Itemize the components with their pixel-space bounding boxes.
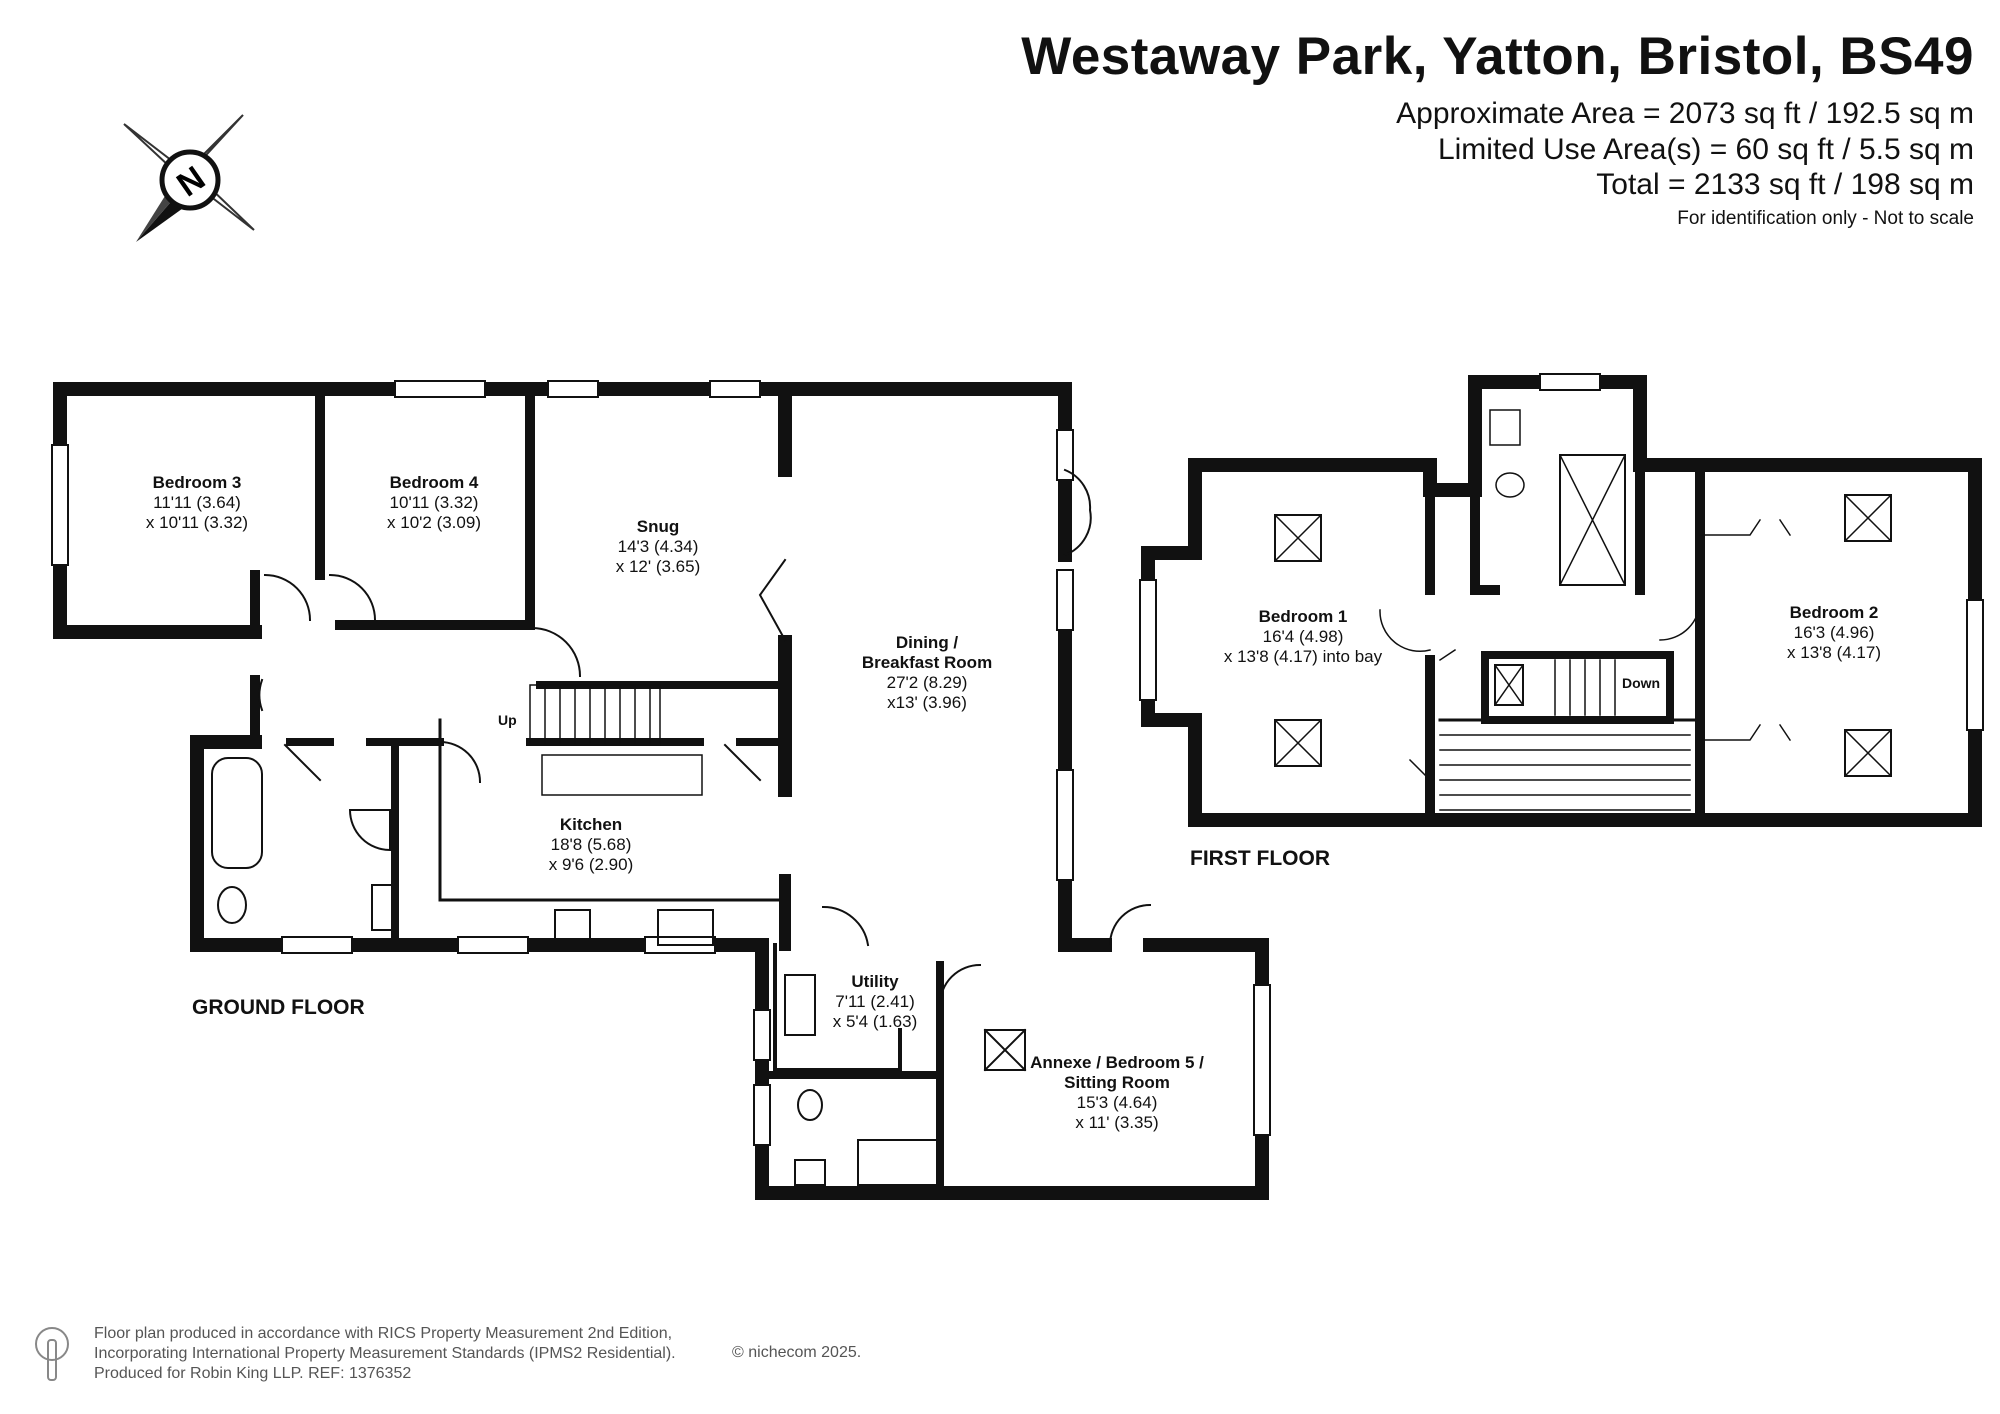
room-labels: Bedroom 3 11'11 (3.64) x 10'11 (3.32) Be…: [146, 473, 1881, 1132]
copyright: © nichecom 2025.: [732, 1344, 862, 1361]
utility-name: Utility: [851, 972, 899, 991]
compass-north-icon: N: [123, 114, 255, 242]
limited-use-area: Limited Use Area(s) = 60 sq ft / 5.5 sq …: [1437, 133, 1974, 166]
snug-name: Snug: [637, 517, 680, 536]
approximate-area: Approximate Area = 2073 sq ft / 192.5 sq…: [1396, 97, 1974, 130]
bedroom1-dim2: x 13'8 (4.17) into bay: [1224, 647, 1383, 666]
ground-floor-plan: [51, 380, 1271, 1200]
dining-name2: Breakfast Room: [862, 653, 992, 672]
snug-dim2: x 12' (3.65): [616, 557, 701, 576]
footer-line2: Incorporating International Property Mea…: [94, 1345, 676, 1362]
bedroom4-dim1: 10'11 (3.32): [390, 493, 479, 512]
kitchen-dim2: x 9'6 (2.90): [549, 855, 634, 874]
annexe-dim1: 15'3 (4.64): [1077, 1093, 1158, 1112]
bedroom2-dim1: 16'3 (4.96): [1794, 623, 1875, 642]
kitchen-name: Kitchen: [560, 815, 622, 834]
first-floor-label: FIRST FLOOR: [1190, 847, 1330, 870]
footer-line3: Produced for Robin King LLP. REF: 137635…: [94, 1365, 412, 1382]
utility-dim2: x 5'4 (1.63): [833, 1012, 918, 1031]
dining-dim1: 27'2 (8.29): [887, 673, 968, 692]
bedroom1-dim1: 16'4 (4.98): [1263, 627, 1344, 646]
footer-notes: Floor plan produced in accordance with R…: [94, 1324, 676, 1384]
bedroom4-name: Bedroom 4: [390, 473, 479, 492]
annexe-name1: Annexe / Bedroom 5 /: [1030, 1053, 1204, 1072]
total-area: Total = 2133 sq ft / 198 sq m: [1596, 168, 1974, 201]
stairs-up-label: Up: [498, 712, 517, 728]
first-floor-plan: [1139, 373, 1984, 827]
annexe-dim2: x 11' (3.35): [1075, 1113, 1158, 1132]
bedroom4-dim2: x 10'2 (3.09): [387, 513, 481, 532]
bedroom3-dim2: x 10'11 (3.32): [146, 513, 248, 532]
dining-name1: Dining /: [896, 633, 959, 652]
bedroom2-name: Bedroom 2: [1790, 603, 1879, 622]
plan-title: Westaway Park, Yatton, Bristol, BS49: [1021, 27, 1974, 86]
stairs-down-label: Down: [1622, 675, 1660, 691]
footer-line1: Floor plan produced in accordance with R…: [94, 1325, 673, 1342]
identification-note: For identification only - Not to scale: [1677, 208, 1974, 229]
utility-dim1: 7'11 (2.41): [835, 992, 914, 1011]
annexe-name2: Sitting Room: [1064, 1073, 1170, 1092]
ground-floor-label: GROUND FLOOR: [192, 996, 365, 1019]
person-scale-icon: [35, 1327, 69, 1381]
bedroom3-dim1: 11'11 (3.64): [153, 493, 241, 512]
bedroom2-dim2: x 13'8 (4.17): [1787, 643, 1881, 662]
bedroom1-name: Bedroom 1: [1259, 607, 1348, 626]
bedroom3-name: Bedroom 3: [153, 473, 242, 492]
kitchen-dim1: 18'8 (5.68): [551, 835, 632, 854]
dining-dim2: x13' (3.96): [887, 693, 967, 712]
snug-dim1: 14'3 (4.34): [618, 537, 699, 556]
